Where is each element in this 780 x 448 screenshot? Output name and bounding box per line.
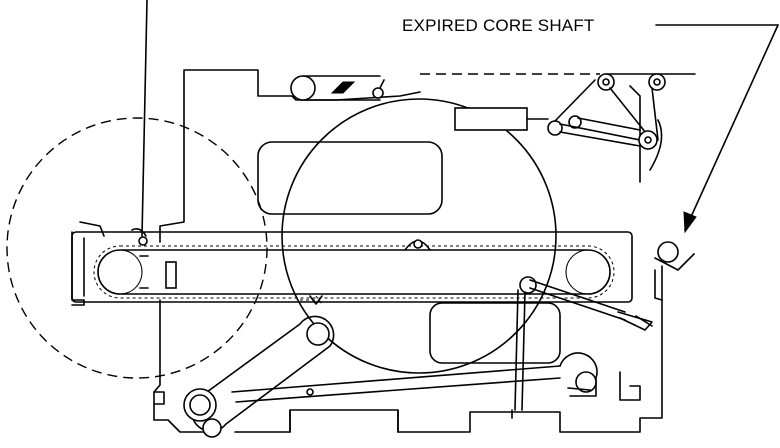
lower-right-linkage xyxy=(514,276,653,411)
top-sensor-block xyxy=(330,81,356,94)
top-idler-roller xyxy=(290,75,381,101)
new-roll-outline xyxy=(281,98,557,374)
lower-swing-arm xyxy=(183,315,561,438)
expired-core-shaft xyxy=(654,241,695,301)
conveyor-belt xyxy=(71,221,633,306)
expired-core-shaft-leader xyxy=(655,24,779,234)
base-brackets xyxy=(153,391,513,433)
main-frame-outline xyxy=(153,69,663,433)
expired-roll-outline xyxy=(6,117,268,379)
splice-actuator xyxy=(454,79,641,147)
upper-frame-window xyxy=(257,141,443,215)
expired-core-shaft-label: EXPIRED CORE SHAFT xyxy=(402,16,595,35)
lower-right-arm xyxy=(559,352,641,401)
under-belt-chevron xyxy=(309,295,323,305)
top-small-pulley xyxy=(372,79,385,99)
left-leader-line xyxy=(141,0,148,237)
top-right-rollers xyxy=(597,73,666,171)
lower-frame-window xyxy=(429,302,561,364)
